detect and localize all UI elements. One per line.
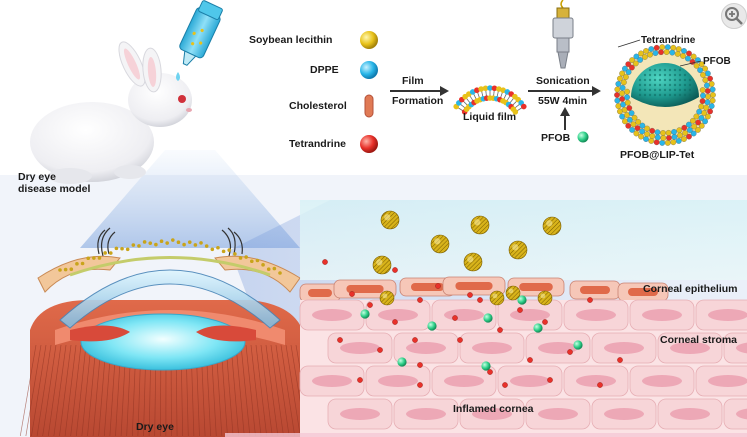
sonication-label: Sonication [536,75,590,87]
film-label: Film [402,75,424,87]
cornea-tissue [299,200,747,437]
corneal-epithelium-label: Corneal epithelium [643,283,738,295]
inflamed-cornea-label: Inflamed cornea [453,403,534,415]
magnify-beam [80,150,300,248]
eye-drop-bottle-icon [179,0,223,66]
legend-soybean-lecithin-label: Soybean lecithin [249,34,332,46]
pfob-icon [577,131,589,143]
sonication-params-label: 55W 4min [538,95,587,107]
model-label-line1: Dry eye [18,171,56,183]
liquid-film [453,85,527,115]
model-label-line2: disease model [18,183,90,195]
legend-dppe-label: DPPE [310,64,339,76]
legend-tetrandrine-label: Tetrandrine [289,138,346,150]
formation-label: Formation [392,95,443,107]
legend: Soybean lecithin DPPE Cholesterol Tetran… [249,31,378,153]
pfob-lip-tet-particle [614,44,716,146]
corneal-stroma-label: Corneal stroma [660,334,737,346]
bottom-strip [225,433,747,437]
zoom-button[interactable] [721,3,747,29]
particle-tetrandrine-label: Tetrandrine [641,35,696,46]
cholesterol-icon [364,94,374,118]
soybean-lecithin-icon [360,31,378,49]
product-label: PFOB@LIP-Tet [620,149,695,161]
rabbit-eye [178,95,186,103]
rabbit [30,41,192,184]
zoom-in-icon [725,7,743,25]
dry-eye-label: Dry eye [136,421,174,433]
sonicator-probe-icon [552,0,574,69]
tetrandrine-icon [360,135,378,153]
liquid-film-label: Liquid film [463,111,516,123]
dppe-icon [360,61,378,79]
drop-icon [176,72,180,81]
legend-cholesterol-label: Cholesterol [289,100,347,112]
pfob-input-label: PFOB [541,132,571,144]
particle-pfob-label: PFOB [703,56,731,67]
